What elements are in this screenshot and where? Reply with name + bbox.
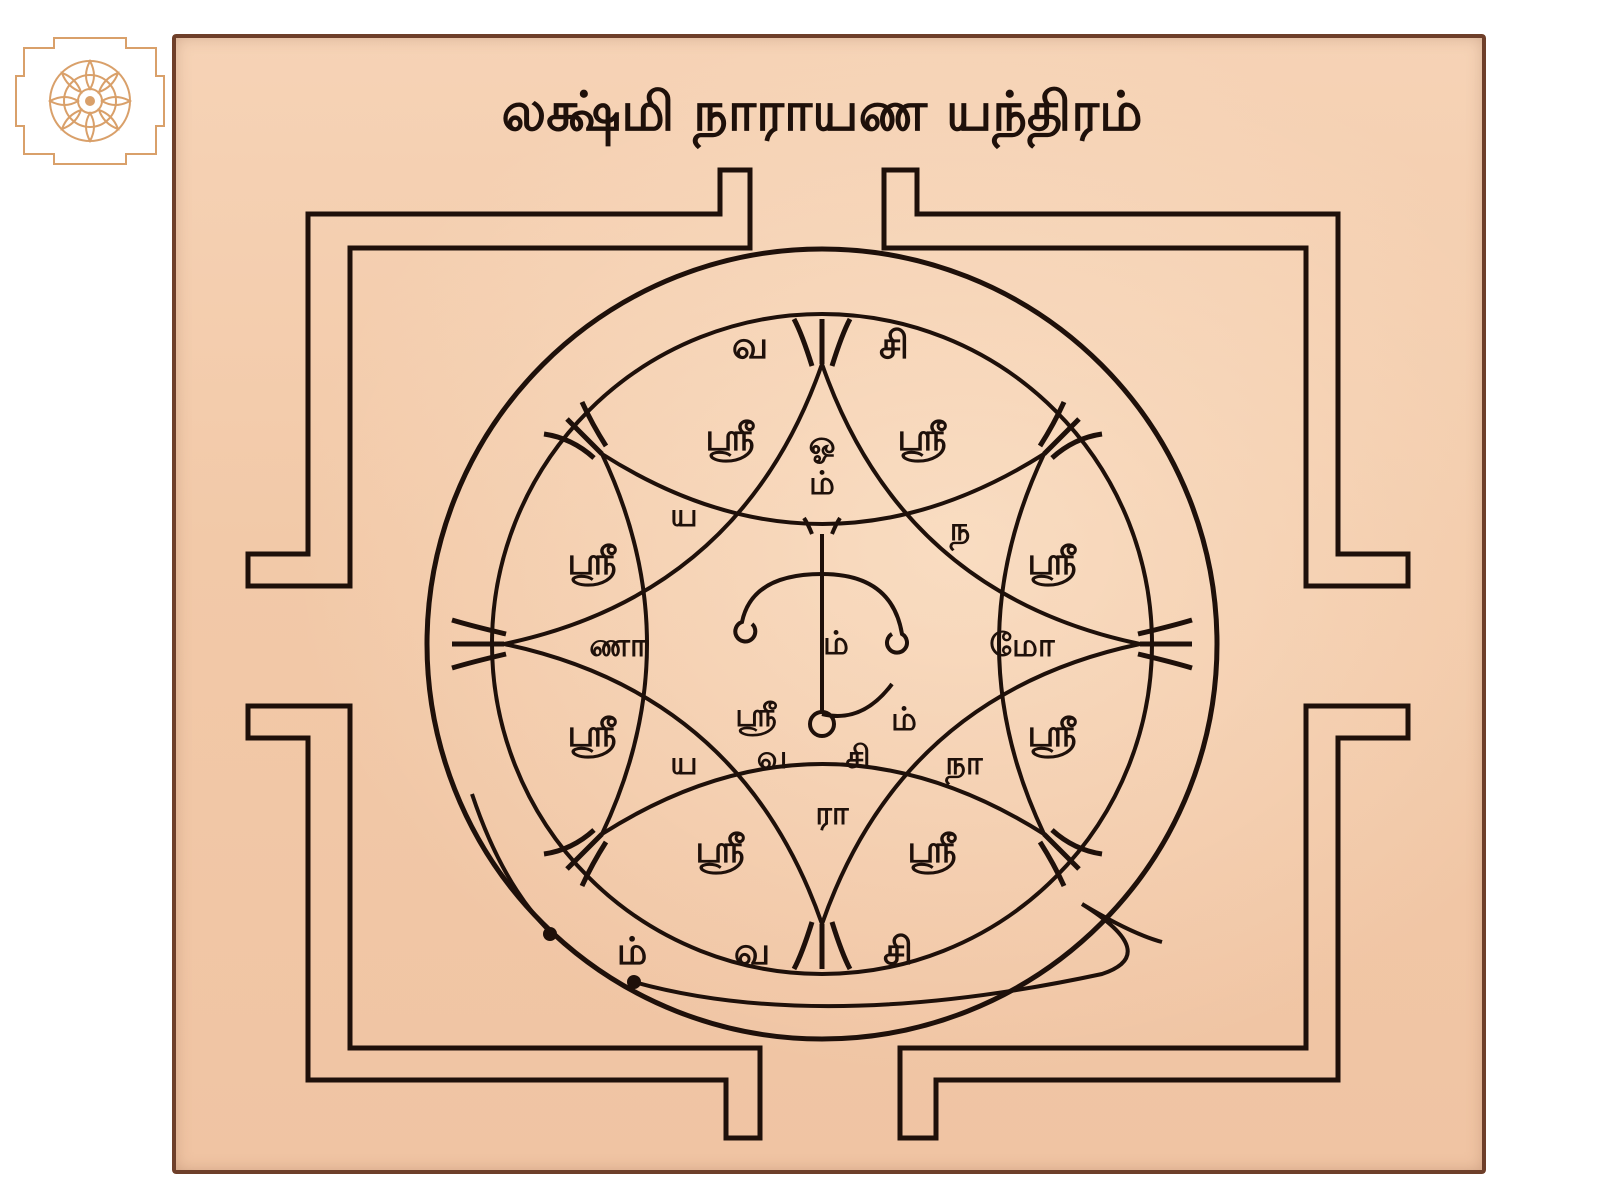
petal-sri: ஸ்ரீ	[1027, 539, 1077, 587]
center-si: சி	[845, 738, 870, 776]
plate-title: லக்ஷ்மி நாராயண யந்திரம்	[501, 80, 1142, 150]
petal-sri: ஸ்ரீ	[897, 415, 947, 463]
center-va: வ	[757, 738, 788, 776]
top-right-syllable: சி	[879, 323, 909, 367]
bhupura-border	[245, 167, 1411, 1141]
outer-circle	[424, 246, 1220, 1042]
inner-raa: ரா	[815, 794, 850, 832]
tail-dot	[543, 927, 557, 941]
center-m: ம்	[823, 624, 849, 662]
petal-sri: ஸ்ரீ	[695, 827, 745, 875]
center-sri: ஸ்ரீ	[735, 696, 777, 737]
bottom-right-syllable: சி	[883, 929, 913, 973]
lotus-yantra-logo-icon	[15, 37, 165, 165]
inner-mo: மோ	[989, 626, 1055, 664]
petal-sri: ஸ்ரீ	[1027, 711, 1077, 759]
center-symbol	[733, 516, 909, 738]
inner-om-bottom: ம்	[809, 464, 835, 502]
inner-naa-left: ணா	[589, 626, 648, 664]
yantra-diagram: லக்ஷ்மி நாராயண யந்திரம்	[245, 80, 1411, 1141]
center-m-right: ம்	[891, 700, 917, 738]
petal-sri: ஸ்ரீ	[705, 415, 755, 463]
petal-sri: ஸ்ரீ	[907, 827, 957, 875]
petal-sri: ஸ்ரீ	[567, 539, 617, 587]
inner-ya-upper: ய	[670, 496, 697, 534]
inner-naa: நா	[944, 744, 984, 786]
inner-na: ந	[949, 510, 971, 552]
star-arcs	[503, 363, 1141, 925]
bottom-mid-syllable: வ	[734, 929, 770, 973]
top-left-syllable: வ	[732, 323, 768, 367]
tail-lines	[470, 793, 1163, 1009]
inner-om-top: ஓ	[809, 424, 836, 464]
petal-sri: ஸ்ரீ	[567, 711, 617, 759]
bottom-left-syllable: ம்	[617, 929, 648, 973]
yantra-plate: லக்ஷ்மி நாராயண யந்திரம்	[172, 34, 1486, 1174]
tail-dot	[627, 975, 641, 989]
trident-marks	[451, 317, 1193, 971]
inner-ya-lower: ய	[670, 744, 697, 782]
